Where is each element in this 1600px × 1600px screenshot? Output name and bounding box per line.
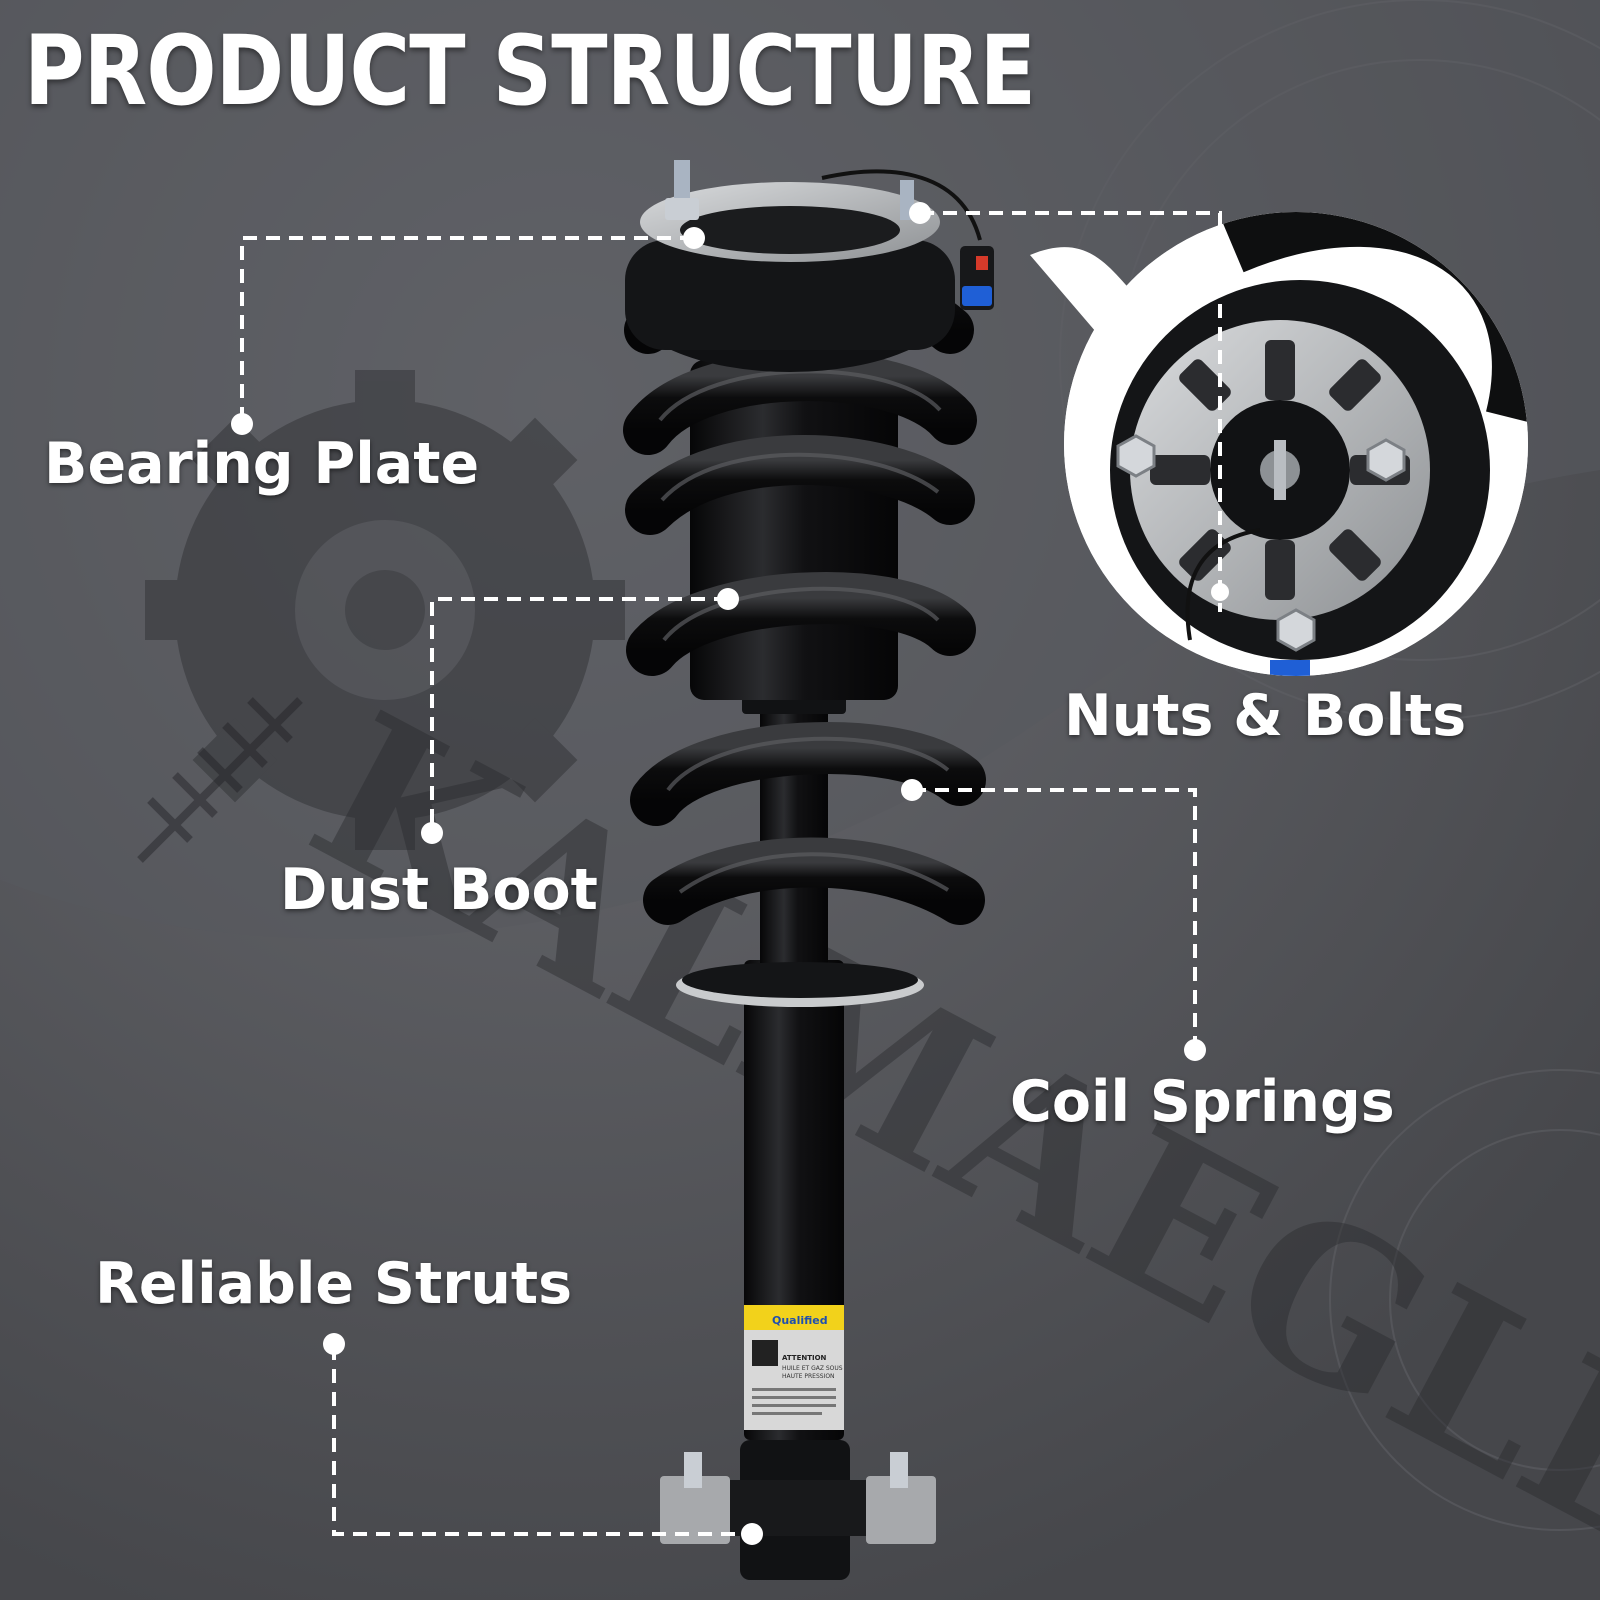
nuts-bolts-label: Nuts & Bolts (1064, 683, 1467, 749)
leader-dust-boot (430, 597, 728, 830)
lower-mount (660, 1440, 936, 1580)
leader-coil-springs (912, 788, 1197, 1050)
bearing-plate-label: Bearing Plate (44, 431, 480, 497)
watermark-gear-icon (145, 370, 625, 850)
electrical-connector-icon (821, 169, 994, 310)
leader-bearing-plate (240, 236, 694, 420)
sticker-line-1: HUILE ET GAZ SOUS (782, 1365, 843, 1372)
leader-dots (231, 202, 1229, 1545)
sticker-badge: Qualified (772, 1314, 828, 1327)
strut-assembly: Qualified ATTENTION HUILE ET GAZ SOUS HA… (623, 160, 994, 1580)
reliable-struts-label: Reliable Struts (95, 1251, 573, 1317)
leader-nuts-bolts (920, 211, 1222, 612)
page-title: PRODUCT STRUCTURE (24, 15, 1036, 127)
inset-nut-icon (1116, 434, 1406, 652)
detail-inset (1030, 212, 1528, 676)
warning-sticker: Qualified ATTENTION HUILE ET GAZ SOUS HA… (744, 1305, 844, 1430)
sticker-line-2: HAUTE PRESSION (782, 1373, 835, 1380)
sticker-heading: ATTENTION (782, 1354, 827, 1362)
watermark-spring-icon (137, 697, 303, 863)
top-bolt-icon (665, 160, 914, 220)
dust-boot-label: Dust Boot (280, 857, 598, 923)
leader-reliable-struts (332, 1346, 752, 1536)
leader-lines (240, 211, 1222, 1536)
coil-springs-label: Coil Springs (1010, 1069, 1395, 1135)
